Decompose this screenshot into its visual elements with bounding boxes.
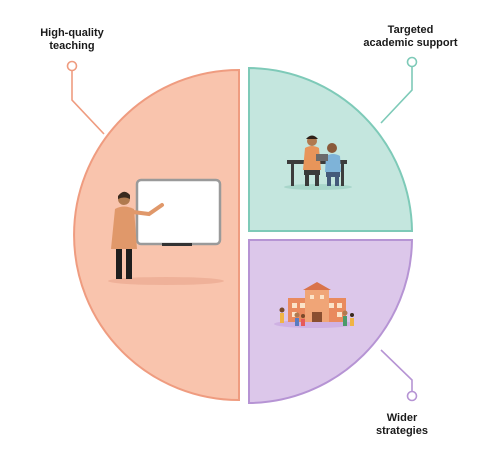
label-wider-strategies: Wider strategies: [372, 412, 432, 438]
connector-high-quality-teaching: [66, 60, 105, 135]
tutoring-illustration: [284, 135, 352, 190]
label-high-quality-teaching: High-quality teaching: [32, 27, 112, 53]
label-high-quality-teaching-line-1: High-quality: [40, 27, 104, 39]
label-wider-strategies-line-1: Wider: [386, 412, 418, 424]
label-high-quality-teaching-line-2: teaching: [49, 40, 95, 52]
label-targeted-academic-support-line-1: Targeted: [387, 24, 434, 36]
label-targeted-academic-support-line-2: academic support: [363, 37, 458, 49]
connector-wider-strategies: [380, 349, 418, 402]
school-community-illustration: [274, 282, 354, 328]
connector-targeted-academic-support: [380, 56, 418, 124]
label-targeted-academic-support: Targeted academic support: [353, 24, 468, 50]
teacher-whiteboard-illustration: [108, 178, 224, 285]
label-wider-strategies-line-2: strategies: [376, 425, 428, 437]
